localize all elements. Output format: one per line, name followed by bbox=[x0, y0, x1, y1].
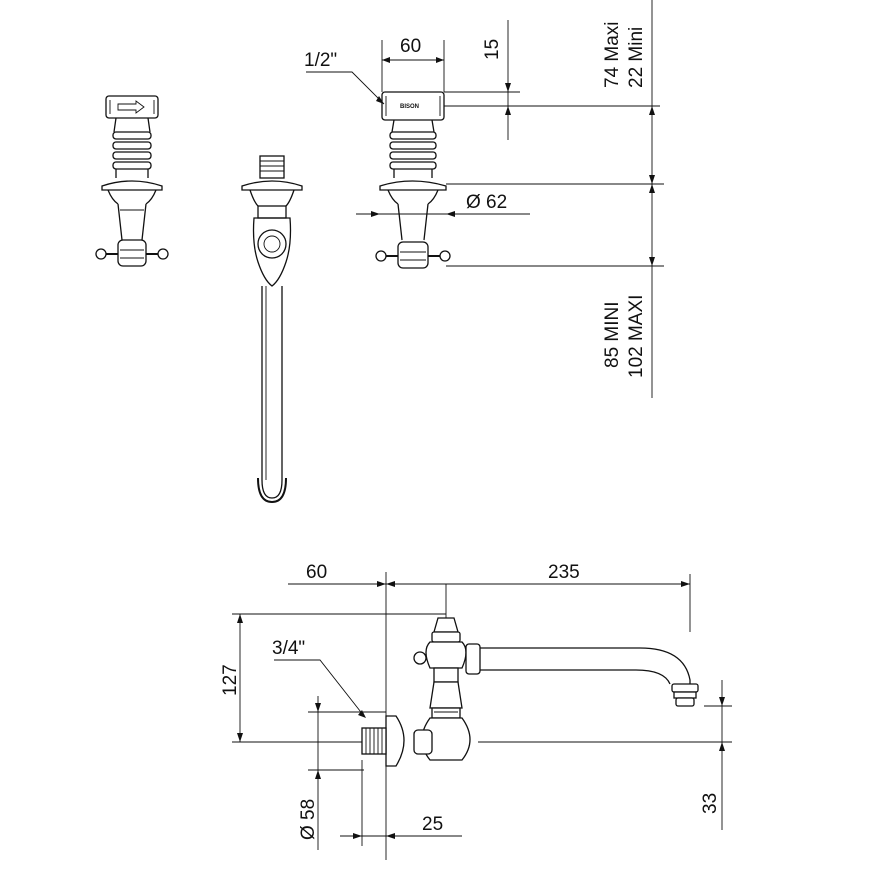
dim-offset-label: 60 bbox=[306, 562, 327, 583]
dim-reach-label: 235 bbox=[548, 562, 580, 583]
dim-thread-25: 25 bbox=[340, 760, 462, 846]
dim-cap-label: 15 bbox=[482, 39, 503, 60]
dim-rosette-58: Ø 58 bbox=[298, 696, 386, 850]
dim-lower-line2: 102 MAXI bbox=[626, 295, 647, 378]
left-valve bbox=[95, 95, 169, 267]
right-valve: BISON bbox=[375, 91, 451, 269]
dim-height-127: 127 bbox=[220, 613, 446, 743]
side-view-faucet bbox=[361, 572, 699, 860]
half-inch-callout: 1/2" bbox=[304, 50, 385, 105]
dim-width-label: 60 bbox=[400, 36, 421, 57]
dim-cap-15: 15 bbox=[444, 20, 660, 140]
three-quarter-callout: 3/4" bbox=[272, 638, 366, 718]
dim-thread-label: 25 bbox=[422, 814, 443, 835]
brand-mark: BISON bbox=[400, 104, 419, 110]
dim-width-60: 60 bbox=[381, 36, 445, 92]
dim-upper-line1: 74 Maxi bbox=[602, 21, 623, 88]
dim-vertical-right: 74 Maxi 22 Mini 85 MINI 102 MAXI bbox=[446, 0, 664, 398]
dim-lower-line1: 85 MINI bbox=[602, 301, 623, 368]
dim-offset-reach: 60 235 bbox=[288, 562, 691, 632]
three-quarter-label: 3/4" bbox=[272, 638, 305, 659]
half-inch-label: 1/2" bbox=[304, 50, 337, 71]
dim-height-label: 127 bbox=[220, 664, 241, 696]
flow-arrow-icon bbox=[117, 100, 145, 114]
dim-upper-line2: 22 Mini bbox=[626, 27, 647, 88]
dim-outlet-33: 33 bbox=[478, 680, 732, 830]
dim-rosette-62: Ø 62 bbox=[356, 192, 530, 217]
middle-valve-side bbox=[241, 155, 303, 504]
dim-rosette-side-label: Ø 58 bbox=[298, 799, 319, 840]
dim-rosette-top-label: Ø 62 bbox=[466, 192, 507, 213]
dim-outlet-label: 33 bbox=[700, 793, 721, 814]
